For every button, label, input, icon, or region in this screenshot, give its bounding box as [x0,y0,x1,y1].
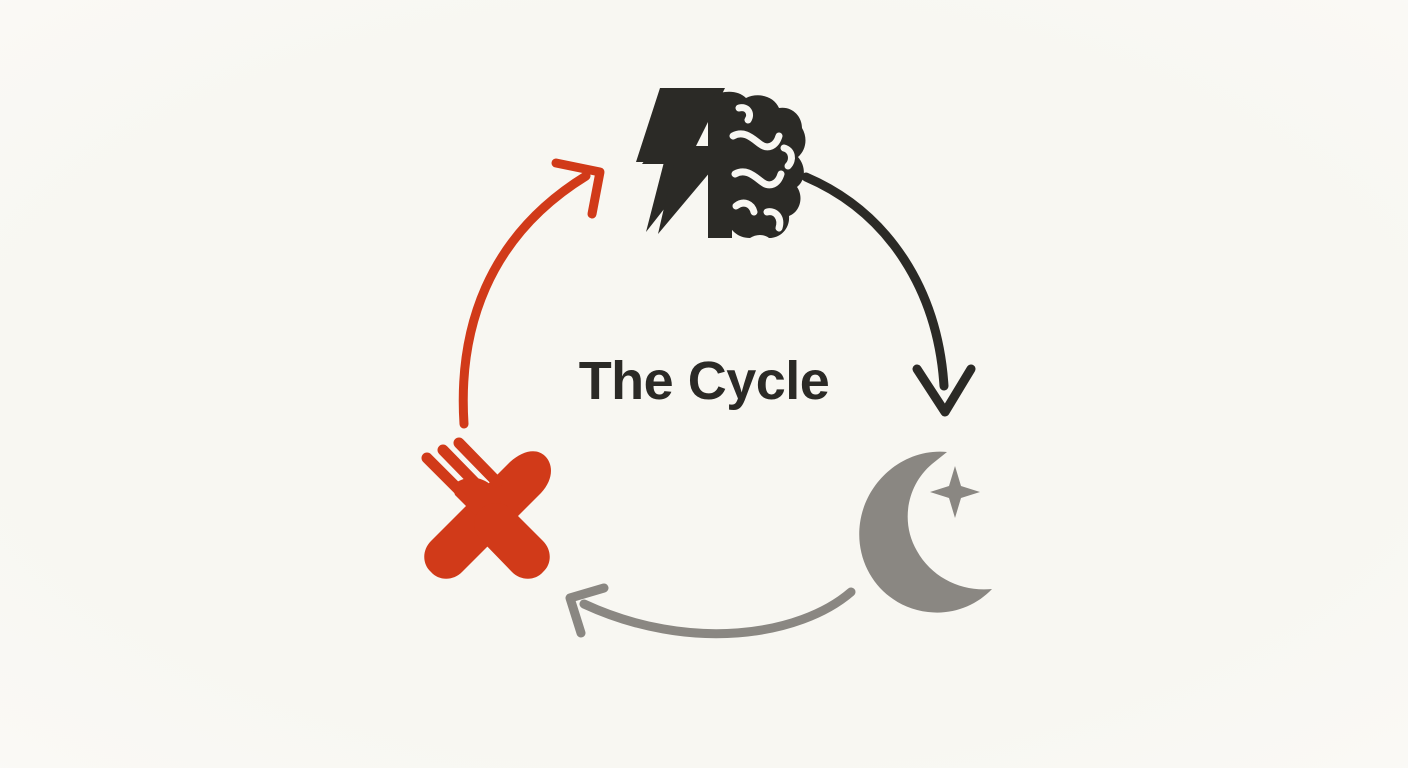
fork-shape [421,437,550,579]
brain-lightning-icon [636,88,806,239]
arrow-stress-to-sleep [801,172,976,417]
fork-knife-icon [421,437,551,579]
page-title: The Cycle [578,351,830,411]
arrow-eat-to-stress [458,158,605,429]
arrow-sleep-to-eat [565,583,856,639]
crescent-moon-star-icon [859,451,992,613]
